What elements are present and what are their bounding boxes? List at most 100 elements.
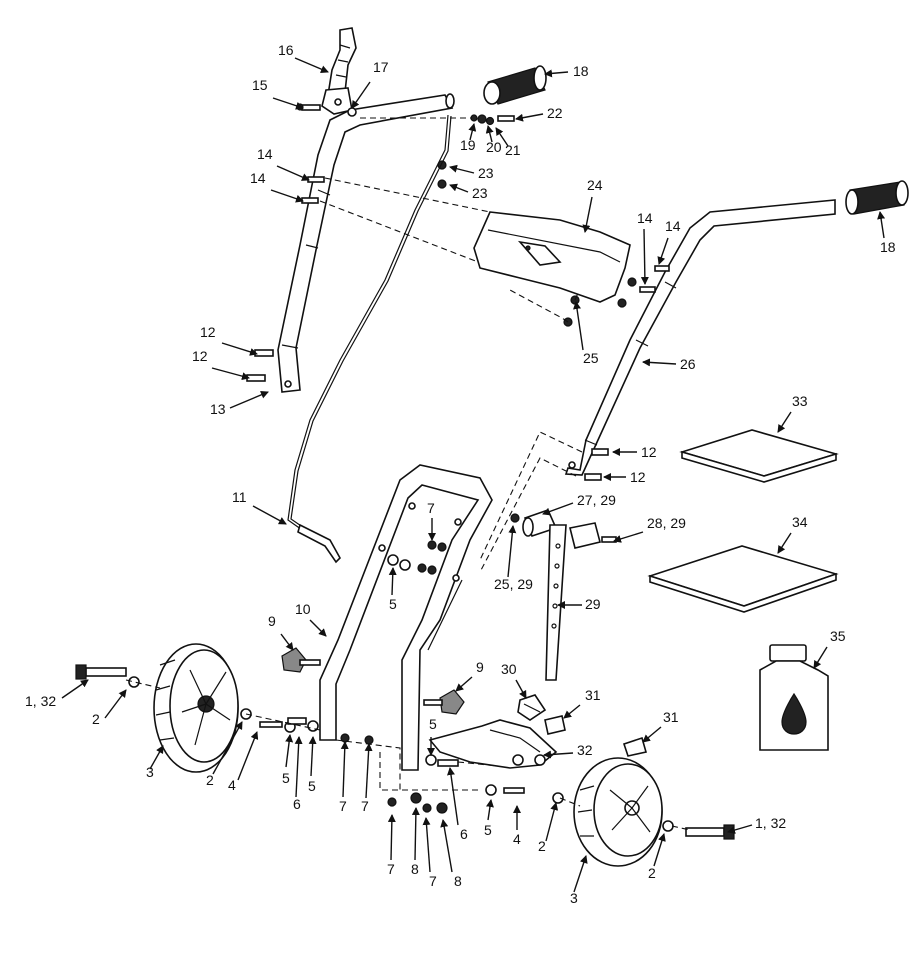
- callout-label-c7b: 7: [339, 798, 347, 814]
- washer-20: [477, 114, 487, 124]
- callout-label-c10: 10: [295, 601, 311, 617]
- bolt-14b: [301, 197, 319, 204]
- callout-arrow-c5a: [388, 567, 397, 596]
- callout-arrow-c18a: [544, 69, 569, 78]
- latch-30: [517, 694, 547, 721]
- callout-label-c12d: 12: [630, 469, 646, 485]
- callout-arrow-c3a: [149, 745, 164, 770]
- axle-bolt-right: [685, 824, 735, 840]
- callout-label-c12c: 12: [641, 444, 657, 460]
- callout-arrow-c25: [573, 301, 584, 351]
- grip-top: [483, 65, 547, 105]
- washer-5-upper-b: [399, 559, 411, 571]
- spacer-6a: [287, 717, 307, 725]
- callout-label-c17: 17: [373, 59, 389, 75]
- nut-7e: [422, 803, 432, 813]
- callout-label-c7c: 7: [361, 798, 369, 814]
- callout-arrow-c2b: [212, 721, 243, 775]
- callout-arrow-c2c: [545, 802, 559, 842]
- nut-7-upper-d: [427, 565, 437, 575]
- callout-label-c29: 29: [585, 596, 601, 612]
- callout-label-c13: 13: [210, 401, 226, 417]
- height-strap: [545, 524, 567, 681]
- callout-label-c34: 34: [792, 514, 808, 530]
- callout-arrow-c12b: [211, 367, 250, 381]
- washer-2a: [128, 676, 140, 688]
- washer-5e: [485, 784, 497, 796]
- manual-34: [647, 545, 839, 613]
- washer-5d: [425, 754, 437, 766]
- roller-27: [522, 509, 558, 537]
- nut-25c: [617, 298, 627, 308]
- callout-label-c22: 22: [547, 105, 563, 121]
- callout-label-c12b: 12: [192, 348, 208, 364]
- callout-arrow-c3b: [573, 855, 588, 893]
- callout-label-c6a: 6: [293, 796, 301, 812]
- callout-label-c24: 24: [587, 177, 603, 193]
- callout-label-c18b: 18: [880, 239, 896, 255]
- callout-arrow-c4a: [237, 731, 259, 781]
- callout-label-c2729: 27, 29: [577, 492, 616, 508]
- callout-label-c5e: 5: [484, 822, 492, 838]
- nut-25-29: [510, 513, 520, 523]
- callout-arrow-c132a: [61, 679, 89, 699]
- callout-arrow-c2829: [613, 531, 644, 543]
- callout-label-c132b: 1, 32: [755, 815, 786, 831]
- callout-label-c2d: 2: [648, 865, 656, 881]
- callout-label-c12a: 12: [200, 324, 216, 340]
- callout-label-c26: 26: [680, 356, 696, 372]
- wheel-left: [153, 643, 239, 773]
- clip-31a: [544, 715, 566, 735]
- callout-label-c4b: 4: [513, 831, 521, 847]
- callout-label-c15: 15: [252, 77, 268, 93]
- callout-label-c7e: 7: [429, 873, 437, 889]
- callout-arrow-c8a: [411, 807, 420, 861]
- bolt-12a: [254, 349, 274, 357]
- callout-arrow-c6a: [294, 736, 303, 798]
- callout-label-c14b: 14: [250, 170, 266, 186]
- callout-label-c8b: 8: [454, 873, 462, 889]
- bolt-14d: [654, 265, 670, 272]
- callout-arrow-c9b: [455, 676, 473, 692]
- callout-label-c2b: 2: [206, 772, 214, 788]
- callout-label-c5a: 5: [389, 596, 397, 612]
- grip-right: [845, 180, 909, 215]
- callout-label-c11: 11: [232, 489, 247, 505]
- bolt-4a: [259, 721, 283, 728]
- callout-arrow-c2729: [542, 502, 574, 516]
- bushing-21: [485, 116, 495, 126]
- callout-label-c5b: 5: [429, 716, 437, 732]
- callout-arrow-c7e: [422, 817, 431, 873]
- wheel-right: [573, 757, 663, 867]
- callout-label-c6b: 6: [460, 826, 468, 842]
- callout-label-c20: 20: [486, 139, 502, 155]
- callout-label-c23b: 23: [472, 185, 488, 201]
- callout-arrow-c5e: [486, 799, 494, 821]
- callout-label-c16: 16: [278, 42, 294, 58]
- washer-2c: [552, 792, 564, 804]
- callout-arrow-c13: [229, 391, 269, 409]
- axle-bolt-left: [75, 664, 127, 680]
- callout-label-c7a: 7: [427, 500, 435, 516]
- callout-label-c25: 25: [583, 350, 599, 366]
- knob-left: [281, 647, 321, 673]
- callout-arrow-c2529: [507, 525, 517, 578]
- nut-7c: [364, 735, 374, 745]
- callout-arrow-c35: [813, 646, 828, 669]
- bolt-4b: [503, 787, 525, 794]
- roller-28: [569, 522, 617, 549]
- callout-arrow-c7c: [364, 743, 373, 799]
- callout-arrow-c22: [515, 113, 544, 122]
- callout-arrow-c2a: [104, 689, 127, 719]
- callout-label-c3a: 3: [146, 764, 154, 780]
- callout-label-c30: 30: [501, 661, 517, 677]
- callout-arrow-c7b: [340, 741, 349, 798]
- callout-label-c8a: 8: [411, 861, 419, 877]
- callout-label-c2c: 2: [538, 838, 546, 854]
- callout-arrow-c5c: [285, 734, 294, 768]
- callout-arrow-c17: [351, 81, 371, 109]
- callout-arrow-c14c: [640, 228, 649, 285]
